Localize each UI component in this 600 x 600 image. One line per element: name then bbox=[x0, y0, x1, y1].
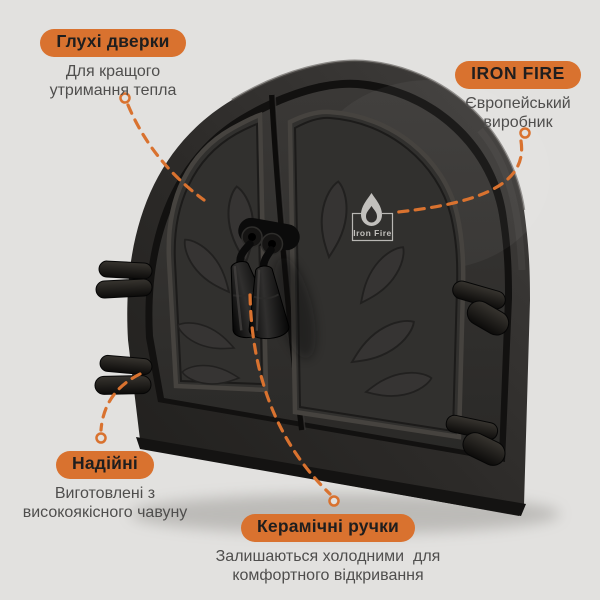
callout-brand: IRON FIRE Європейський виробник bbox=[418, 61, 600, 133]
callout-blind-doors: Глухі дверки Для кращого утримання тепла bbox=[13, 29, 213, 101]
callout-description-brand: Європейський виробник bbox=[465, 94, 571, 133]
callout-title-reliable: Надійні bbox=[56, 451, 154, 479]
iron-fire-logo: Iron Fire bbox=[351, 193, 394, 242]
frame-highlight bbox=[231, 59, 526, 211]
callout-reliable: Надійні Виготовлені з високоякісного чав… bbox=[5, 451, 205, 523]
callout-title-blind-doors: Глухі дверки bbox=[40, 29, 186, 57]
callout-title-ceramic-handles: Керамічні ручки bbox=[241, 514, 415, 542]
dot-ceramic-handles bbox=[328, 495, 340, 507]
hinge-left-top bbox=[95, 260, 153, 299]
description-line: Виготовлені з bbox=[54, 484, 156, 502]
hinge-left-bottom bbox=[94, 354, 153, 395]
dot-blind-doors bbox=[119, 92, 131, 104]
door-base bbox=[136, 437, 526, 516]
latch-right-bottom bbox=[445, 414, 506, 466]
callout-description-blind-doors: Для кращого утримання тепла bbox=[50, 62, 177, 101]
connector-reliable bbox=[99, 372, 142, 432]
connector-ceramic-handles bbox=[248, 293, 332, 496]
fireplace-door: Iron Fire bbox=[94, 59, 550, 516]
callout-ceramic-handles: Керамічні ручки Залишаються холодними дл… bbox=[203, 514, 453, 586]
logo-text: Iron Fire bbox=[353, 228, 392, 238]
callout-description-ceramic-handles: Залишаються холодними для комфортного ві… bbox=[216, 547, 441, 586]
frame-highlight-right bbox=[477, 127, 526, 271]
connector-blind-doors bbox=[126, 103, 206, 202]
callout-description-reliable: Виготовлені з високоякісного чавуну bbox=[23, 484, 188, 523]
description-line: високоякісного чавуну bbox=[22, 504, 188, 522]
description-line: Європейський bbox=[465, 94, 571, 112]
callout-dots bbox=[95, 92, 531, 507]
description-line: комфортного відкривання bbox=[232, 567, 424, 585]
ceramic-handles bbox=[217, 217, 300, 343]
latch-right-top bbox=[452, 280, 510, 336]
description-line: Для кращого bbox=[65, 62, 161, 80]
dot-brand bbox=[519, 127, 531, 139]
handle-shadow bbox=[274, 257, 316, 359]
dot-reliable bbox=[95, 432, 107, 444]
callout-title-brand: IRON FIRE bbox=[455, 61, 581, 89]
description-line: Залишаються холодними для bbox=[215, 547, 441, 565]
callout-connectors bbox=[99, 103, 524, 496]
description-line: виробник bbox=[483, 114, 553, 132]
connector-brand bbox=[396, 139, 524, 214]
description-line: утримання тепла bbox=[49, 82, 177, 100]
